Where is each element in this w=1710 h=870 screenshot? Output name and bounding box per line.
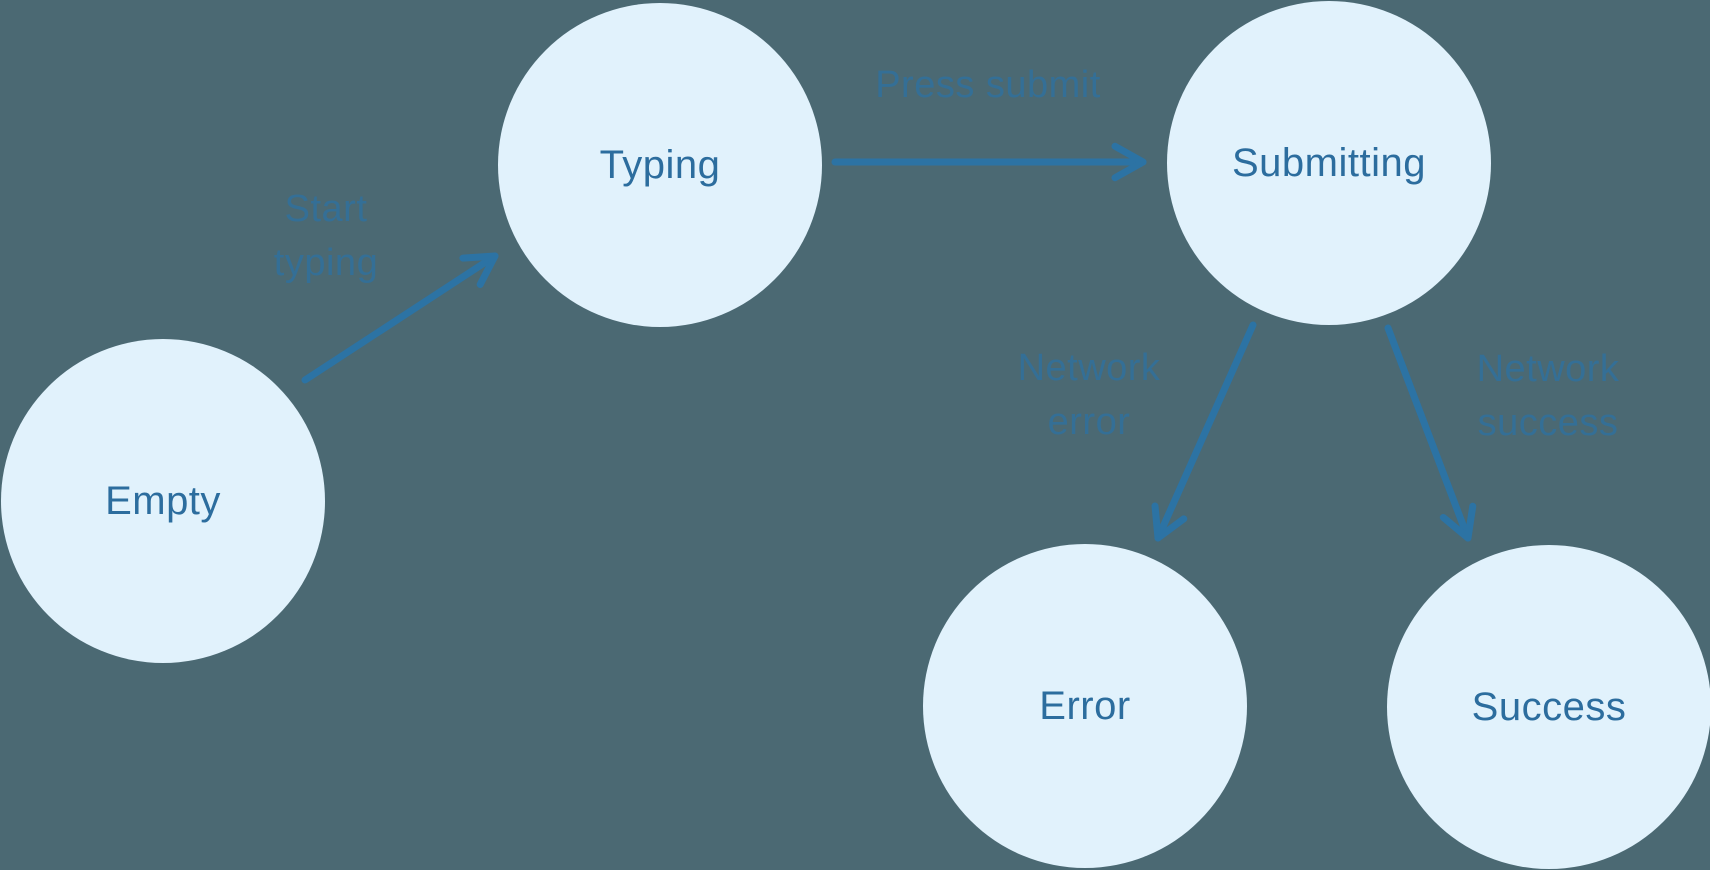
edge-label-start-typing: Start typing [273, 188, 379, 284]
edge-label-network-error: Network error [1017, 347, 1161, 443]
state-label-error: Error [1039, 683, 1131, 728]
state-label-empty: Empty [105, 478, 221, 523]
edge-submitting-to-error-arrow [1151, 321, 1257, 542]
state-node-success: Success [1387, 545, 1710, 869]
state-label-success: Success [1471, 684, 1627, 729]
state-node-submitting: Submitting [1167, 1, 1491, 325]
edge-empty-to-typing-arrow [301, 252, 499, 384]
state-node-error: Error [923, 544, 1247, 868]
edge-label-press-submit: Press submit [875, 64, 1101, 107]
edge-label-network-success: Network success [1476, 348, 1620, 444]
edge-submitting-to-success-arrow [1384, 324, 1477, 542]
state-label-submitting: Submitting [1232, 140, 1426, 185]
state-label-typing: Typing [599, 142, 721, 187]
state-node-empty: Empty [1, 339, 325, 663]
state-node-typing: Typing [498, 3, 822, 327]
